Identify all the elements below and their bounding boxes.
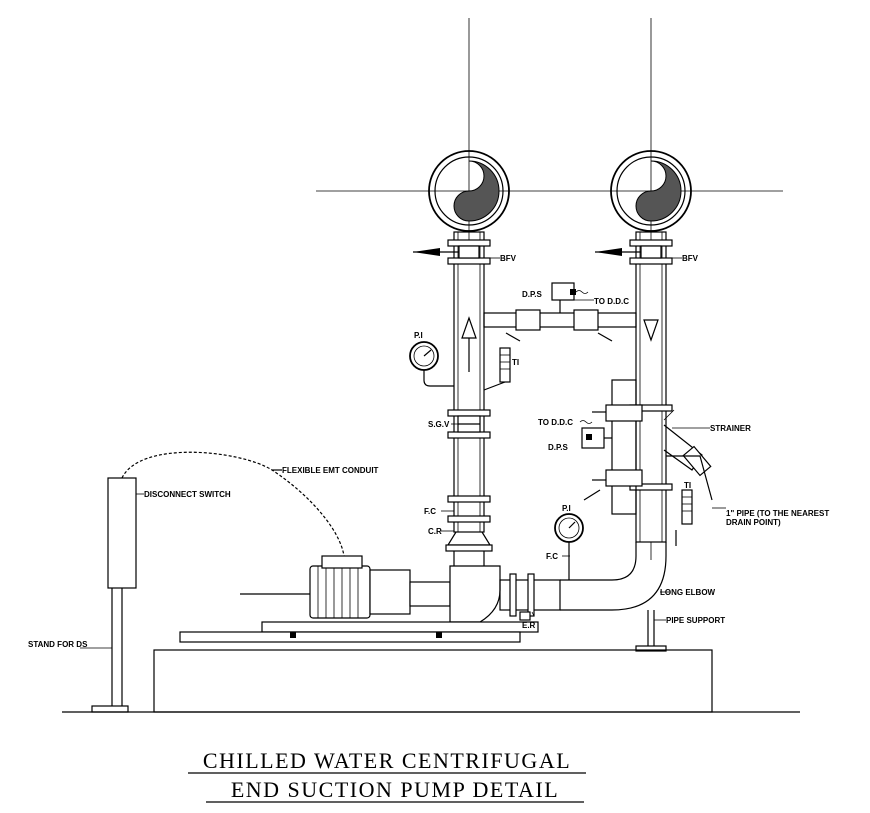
bfv-right-label: BFV	[682, 254, 699, 263]
thermometer-icon	[499, 347, 511, 383]
fc-upper-label: F.C	[424, 507, 436, 516]
title-line-1: CHILLED WATER CENTRIFUGAL	[203, 748, 571, 773]
valve-handle-icon	[583, 489, 601, 501]
thermometer-icon	[681, 489, 693, 525]
dps-connections	[483, 282, 643, 515]
er-label: E.R	[522, 621, 536, 630]
sgv-label: S.G.V	[428, 420, 450, 429]
to-ddc-top-label: TO D.D.C	[594, 297, 629, 306]
ti-right-label: TI	[684, 481, 691, 490]
pressure-gauge-lower	[554, 513, 584, 580]
flexible-conduit-label: FLEXIBLE EMT CONDUIT	[282, 466, 379, 475]
drawing-title: CHILLED WATER CENTRIFUGAL END SUCTION PU…	[188, 748, 586, 803]
dps-mid-label: D.P.S	[548, 443, 569, 452]
title-line-2: END SUCTION PUMP DETAIL	[231, 777, 559, 802]
pressure-gauge-upper	[409, 341, 454, 387]
long-elbow-label: LONG ELBOW	[660, 588, 716, 597]
bfv-left-label: BFV	[500, 254, 517, 263]
dps-top-label: D.P.S	[522, 290, 543, 299]
suction-pipe	[560, 231, 712, 652]
leader-lines	[80, 257, 726, 649]
header-pipes	[316, 18, 783, 250]
disconnect-switch-label: DISCONNECT SWITCH	[144, 490, 231, 499]
fc-lower-label: F.C	[546, 552, 558, 561]
pipe-drain-label-2: DRAIN POINT)	[726, 518, 781, 527]
pipe-drain-label-1: 1" PIPE (TO THE NEAREST	[726, 509, 829, 518]
ti-left-label: TI	[512, 358, 519, 367]
pi-lower-label: P.I	[562, 504, 571, 513]
cr-label: C.R	[428, 527, 442, 536]
pump-assembly	[179, 455, 713, 643]
strainer-label: STRAINER	[710, 424, 751, 433]
thermometer-left	[483, 347, 511, 391]
disconnect-switch	[91, 451, 345, 713]
pipe-support-label: PIPE SUPPORT	[666, 616, 725, 625]
thermometer-right	[681, 489, 693, 525]
discharge-pipe	[413, 231, 493, 552]
stand-for-ds-label: STAND FOR DS	[28, 640, 88, 649]
concrete-foundation	[62, 649, 800, 713]
labels: BFV BFV D.P.S TO D.D.C P.I TI S.G.V TO D…	[28, 254, 829, 649]
pi-top-label: P.I	[414, 331, 423, 340]
to-ddc-mid-label: TO D.D.C	[538, 418, 573, 427]
